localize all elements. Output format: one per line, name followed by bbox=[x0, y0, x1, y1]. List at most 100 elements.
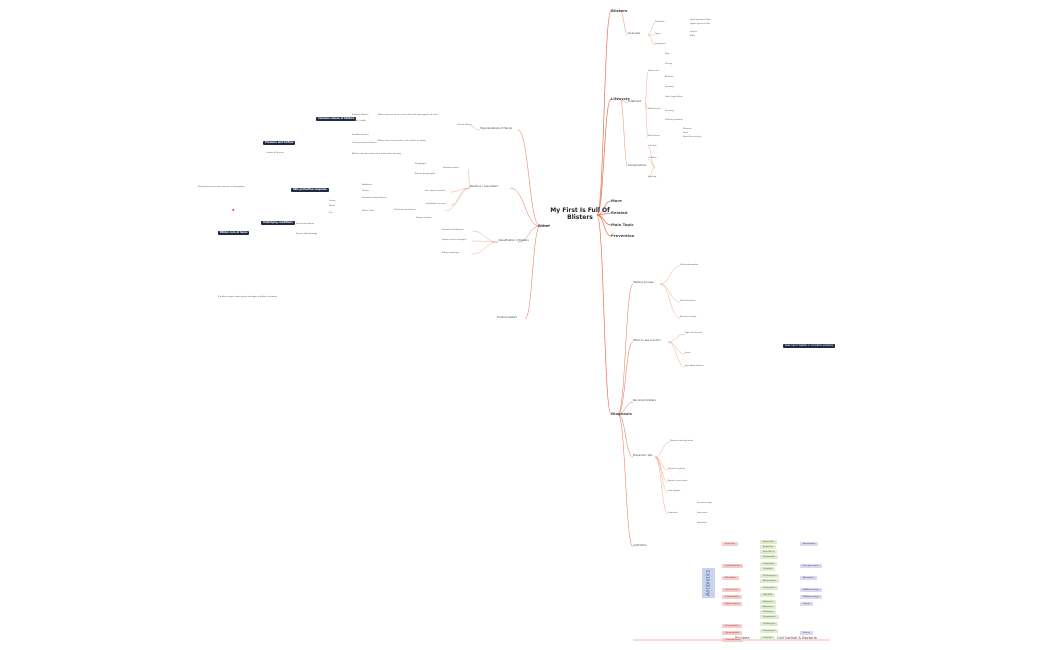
branch-more[interactable]: More bbox=[611, 198, 622, 203]
node-infection[interactable]: Infection bbox=[648, 145, 657, 147]
node-fluid[interactable]: Blister fluid bbox=[362, 210, 374, 212]
antibiotic-drug: Ampicillin bbox=[760, 545, 776, 550]
node-scarring[interactable]: Scarring bbox=[648, 176, 657, 178]
node-reactive[interactable]: Reactive / Associated bbox=[470, 185, 498, 188]
node-blood: Blood bbox=[329, 205, 335, 207]
node-upper-layers: Upper layers of skin bbox=[690, 23, 710, 25]
branch-blisters[interactable]: Blisters bbox=[611, 8, 628, 13]
dark-node-care[interactable]: Blister care at home bbox=[218, 230, 250, 235]
antibiotic-drug: Erythromycin bbox=[760, 574, 780, 579]
node-impetigo: Bullous impetigo bbox=[442, 252, 459, 254]
node-activity: Repetitive activity bbox=[683, 136, 702, 138]
node-complications[interactable]: Complications bbox=[628, 164, 647, 167]
node-treatment[interactable]: Treatment bbox=[628, 100, 642, 103]
node-medical[interactable]: Medical care bbox=[648, 108, 661, 110]
node-bulla: Bulla bbox=[690, 35, 695, 37]
antibiotic-drug: Vancomycin bbox=[760, 629, 779, 634]
node-friction-desc: When a person wears a new shoe that rubs… bbox=[378, 114, 439, 116]
central-topic[interactable]: My First Is Full Of Blisters bbox=[550, 207, 610, 221]
node-antibiotic-types[interactable]: Antibiotics bbox=[633, 544, 647, 547]
antibiotic-drug: Neomycin bbox=[760, 610, 777, 615]
node-dermatitis: Dermatitis herpetiformis bbox=[362, 197, 387, 199]
antibiotic-class[interactable]: Tetracyclines bbox=[722, 588, 741, 593]
dark-node-underlying[interactable]: Underlying conditions bbox=[261, 220, 295, 225]
node-cellulitis[interactable]: Cellulitis bbox=[648, 157, 657, 159]
node-vesicle: Vesicle bbox=[690, 31, 697, 33]
antibiotic-class[interactable]: Oxazolidinones bbox=[722, 638, 744, 643]
node-risk[interactable]: Risk factors bbox=[648, 135, 660, 137]
leaf-line bbox=[471, 240, 499, 243]
branch-lifecycle[interactable]: Lifecycle bbox=[611, 96, 630, 101]
node-symptoms[interactable]: Symptoms bbox=[655, 43, 666, 45]
node-serum: Serum bbox=[329, 200, 336, 202]
node-dressing: Dressing bbox=[665, 110, 674, 112]
leaf-line bbox=[471, 230, 499, 243]
leaf-line bbox=[644, 102, 649, 111]
node-recurrent[interactable]: Recurrent blisters bbox=[633, 399, 656, 402]
dark-node-protective[interactable]: Skin protective response bbox=[291, 187, 329, 192]
sub-branch-line bbox=[619, 98, 629, 104]
main-branch-line bbox=[596, 98, 612, 216]
node-prevention-tips[interactable]: Prevention tips bbox=[633, 454, 653, 457]
node-skin-layers[interactable]: Skin layers involved bbox=[425, 190, 446, 192]
antibiotic-class[interactable]: Topical agents bbox=[722, 602, 743, 607]
node-swelling: Swelling bbox=[665, 86, 674, 88]
node-classification[interactable]: Classification of blisters bbox=[498, 239, 529, 242]
node-fever: Fever bbox=[685, 352, 691, 354]
node-healing[interactable]: Healing process bbox=[633, 281, 654, 284]
dark-node-causes[interactable]: Common causes of blisters bbox=[316, 116, 357, 121]
node-pemphigus: Pemphigus bbox=[415, 163, 426, 165]
leaf-line bbox=[654, 456, 669, 515]
branch-prevention[interactable]: Prevention bbox=[611, 233, 635, 238]
node-trauma-related[interactable]: Trauma-related bbox=[497, 316, 517, 319]
antibiotic-drug: TMP-SMX bbox=[760, 593, 776, 598]
antibiotic-class[interactable]: Cephalosporins bbox=[722, 564, 744, 569]
node-hyperkeratosis[interactable]: Hyperkeratosis of Hands bbox=[480, 127, 512, 130]
node-epidermis: Epidermis bbox=[362, 184, 372, 186]
node-moisture: Moisture bbox=[683, 128, 692, 130]
node-footwear: Ill-fitting footwear bbox=[665, 119, 683, 121]
star-icon: ✱ bbox=[232, 208, 235, 212]
sub-branch-line bbox=[617, 413, 634, 548]
node-itching: Itching bbox=[665, 63, 672, 65]
antibiotic-drug: Cephalexin bbox=[760, 562, 778, 567]
node-when-doctor[interactable]: When to see a doctor bbox=[633, 339, 661, 342]
node-home-care[interactable]: Home care bbox=[648, 70, 659, 72]
antibiotic-class[interactable]: Macrolides bbox=[722, 576, 739, 581]
node-lubricant: Lubricant bbox=[668, 512, 678, 514]
node-friction[interactable]: Friction blisters bbox=[457, 124, 473, 126]
antibiotic-class[interactable]: Penicillins bbox=[722, 542, 738, 547]
leaf-line bbox=[647, 166, 656, 179]
leaf-line bbox=[647, 158, 656, 168]
node-viral[interactable]: Viral infection blisters bbox=[394, 209, 416, 211]
node-overview[interactable]: Overview bbox=[628, 32, 641, 35]
branch-diagnosis[interactable]: Diagnosis bbox=[611, 411, 632, 416]
node-disease-related[interactable]: Disease-related bbox=[443, 167, 459, 169]
antibiotic-drug: Dicloxacillin bbox=[760, 555, 778, 560]
leaf-line bbox=[659, 283, 681, 319]
node-eczema: Dyshidrotic eczema bbox=[426, 203, 446, 205]
branch-other[interactable]: Other bbox=[538, 223, 551, 228]
leaf-line bbox=[647, 34, 656, 46]
note-diabetic: Seek care if diabetic or circulation pro… bbox=[783, 343, 836, 348]
node-cold: Frostbite blisters bbox=[352, 134, 369, 136]
sub-branch-line bbox=[517, 225, 541, 243]
dark-node-pressure[interactable]: Pressure and friction bbox=[263, 140, 296, 145]
antibiotic-drug: Doxycycline bbox=[760, 586, 779, 591]
branch-main-topic[interactable]: Main Topic bbox=[611, 222, 634, 227]
node-redness: Redness bbox=[665, 76, 674, 78]
branch-related[interactable]: Related bbox=[611, 210, 628, 215]
sub-branch-line bbox=[619, 98, 629, 168]
node-definition[interactable]: Definition bbox=[655, 21, 665, 23]
node-signs-infection: Signs of infection bbox=[685, 332, 703, 334]
node-stage2: New skin forms bbox=[680, 300, 696, 302]
antibiotic-class[interactable]: Glycopeptides bbox=[722, 631, 743, 636]
node-spreading: Spreading redness bbox=[685, 365, 704, 367]
node-types[interactable]: Types bbox=[655, 33, 661, 35]
node-hydration: Hydration bbox=[697, 522, 707, 524]
main-branch-line bbox=[596, 200, 612, 216]
antibiotic-class[interactable]: Lincosamides bbox=[722, 624, 742, 629]
antibiotic-class[interactable]: Sulfonamides bbox=[722, 595, 742, 600]
node-small-fluid: Small pocket of fluid bbox=[690, 19, 711, 21]
